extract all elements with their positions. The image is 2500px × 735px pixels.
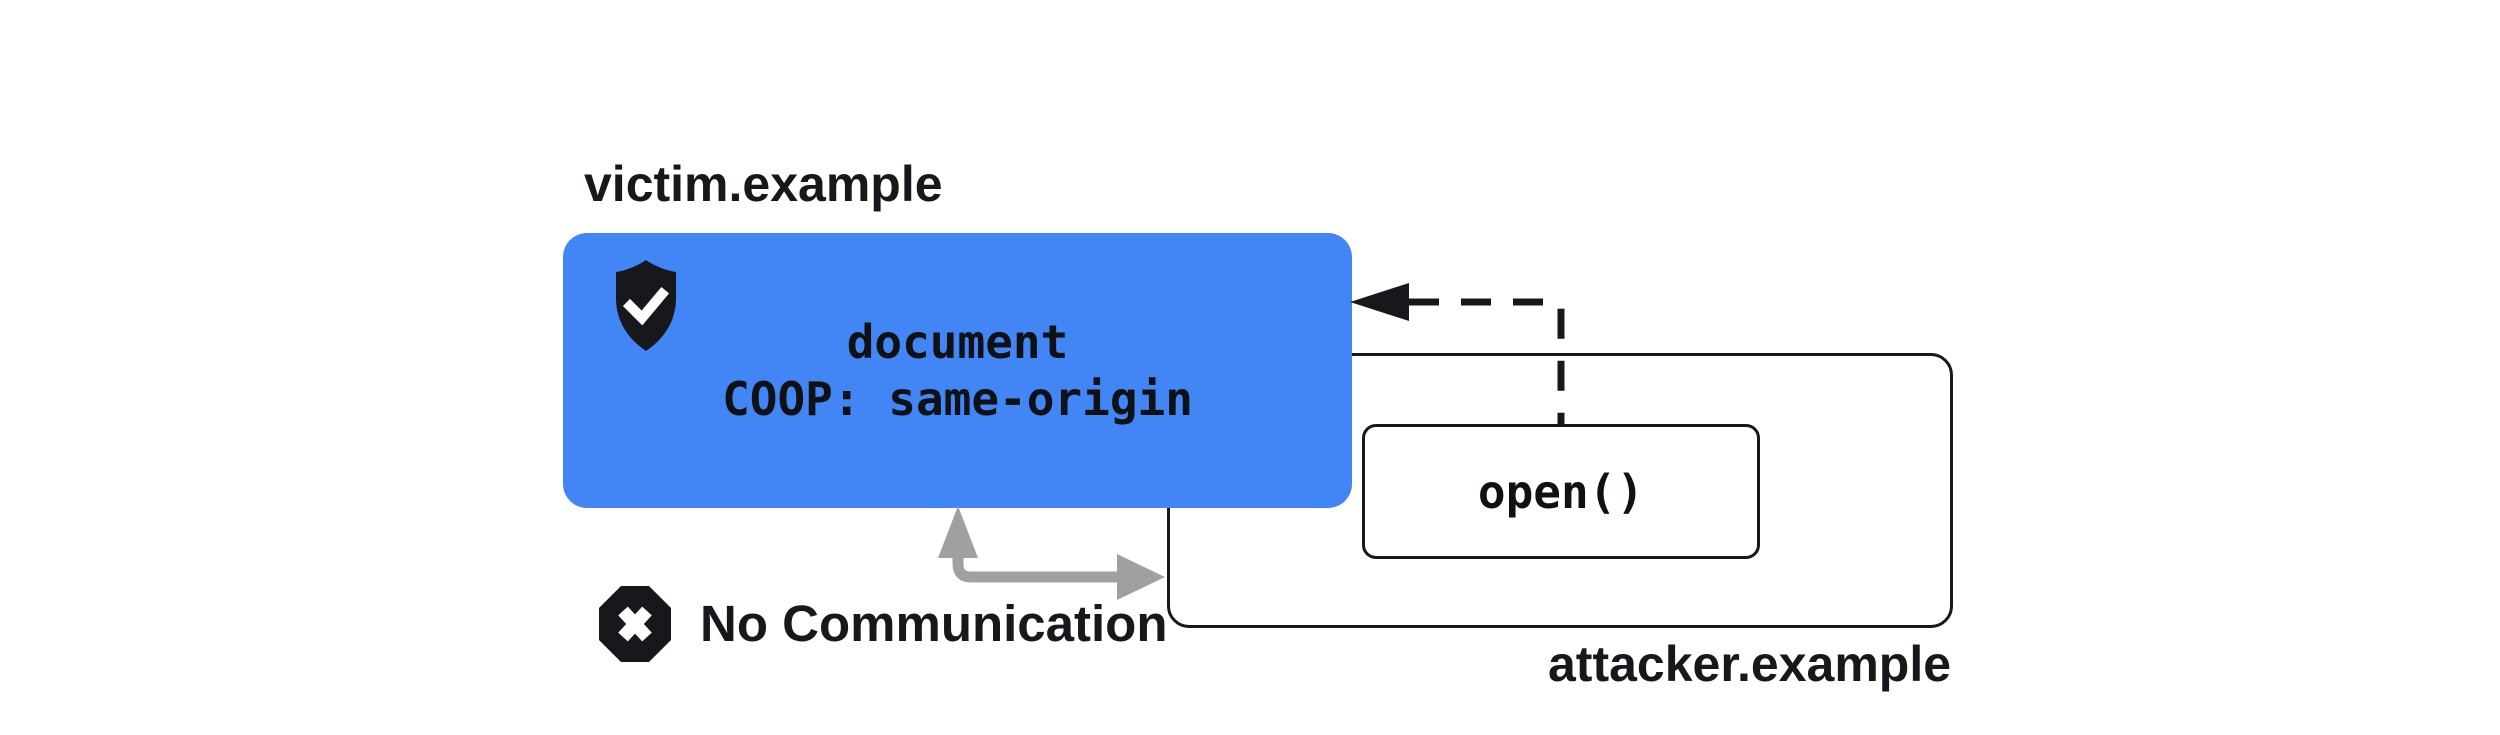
- shield-check-icon: [610, 258, 682, 353]
- coop-header-label: COOP: same-origin: [722, 371, 1193, 426]
- opener-reference-dashed-arrow: [1340, 275, 1590, 435]
- attacker-domain-label: attacker.example: [1548, 636, 1952, 692]
- victim-domain-label: victim.example: [584, 156, 943, 212]
- no-communication-arrow: [925, 500, 1185, 605]
- no-communication-label: No Communication: [700, 595, 1168, 652]
- open-call-box: open(): [1362, 424, 1760, 559]
- victim-document-box: document COOP: same-origin: [563, 233, 1352, 508]
- open-call-label: open(): [1477, 464, 1645, 519]
- blocked-x-octagon-icon: [598, 585, 672, 663]
- document-label: document: [846, 314, 1069, 369]
